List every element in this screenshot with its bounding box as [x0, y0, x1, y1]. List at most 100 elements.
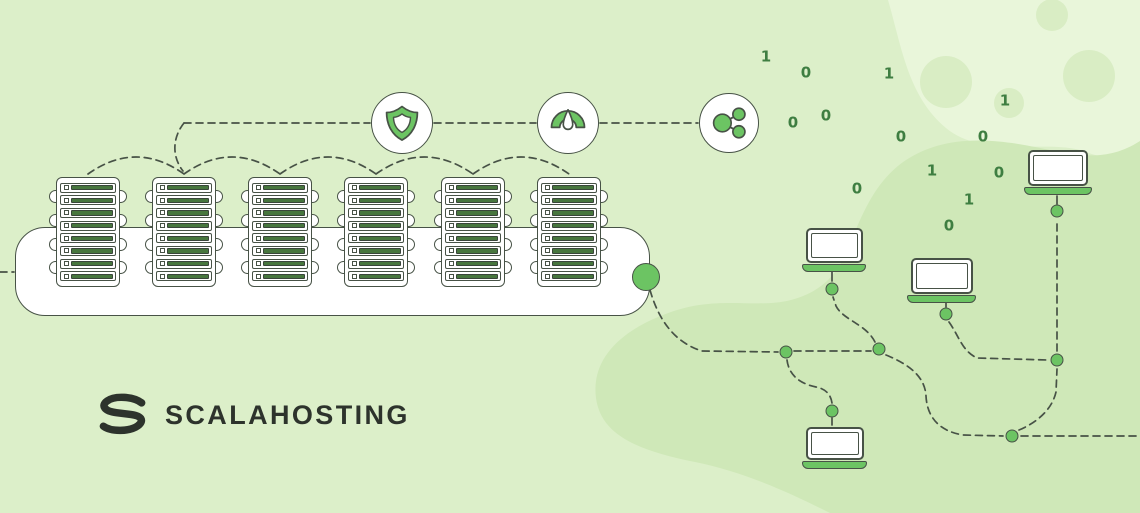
- server-unit-bar: [167, 197, 209, 204]
- server-rack: [145, 177, 223, 287]
- server-unit-bar: [71, 210, 113, 216]
- server-unit: [445, 258, 501, 269]
- server-unit-bar: [359, 210, 401, 216]
- network-node: [632, 263, 660, 291]
- laptop-base: [1024, 187, 1092, 195]
- server-unit-bar: [359, 222, 401, 229]
- server-unit-bar: [359, 273, 401, 279]
- server-unit: [445, 233, 501, 244]
- server-unit-led: [63, 210, 69, 216]
- server-unit: [445, 182, 501, 193]
- binary-digit: 0: [943, 216, 955, 235]
- server-unit-led: [63, 261, 69, 267]
- server-rack: [49, 177, 127, 287]
- rack-arc: [87, 156, 185, 175]
- server-unit: [60, 182, 116, 193]
- server-unit: [156, 195, 212, 206]
- server-unit-bar: [263, 210, 305, 216]
- server-unit: [541, 233, 597, 244]
- server-unit-led: [544, 261, 550, 267]
- rack-body: [441, 177, 505, 287]
- rack-arc: [279, 156, 377, 175]
- server-unit: [60, 233, 116, 244]
- rack-body: [56, 177, 120, 287]
- server-unit-bar: [456, 222, 498, 229]
- server-unit-led: [255, 197, 261, 203]
- server-unit-led: [448, 197, 454, 203]
- dark-blob: [595, 140, 1140, 513]
- server-unit-led: [351, 197, 357, 203]
- server-unit-led: [544, 185, 550, 191]
- network-dot: [872, 342, 886, 356]
- binary-digit: 0: [820, 106, 832, 125]
- server-unit-led: [351, 235, 357, 241]
- network-dot: [939, 307, 953, 321]
- server-unit: [541, 182, 597, 193]
- server-unit-bar: [71, 197, 113, 204]
- server-unit-bar: [552, 260, 594, 267]
- server-unit-bar: [71, 235, 113, 242]
- server-unit-led: [255, 185, 261, 191]
- server-unit: [156, 245, 212, 256]
- server-unit-led: [159, 273, 165, 279]
- server-unit-bar: [552, 248, 594, 254]
- server-unit-bar: [167, 222, 209, 229]
- server-unit-led: [448, 261, 454, 267]
- laptop-screen: [805, 228, 863, 263]
- server-unit-led: [544, 248, 550, 254]
- icon-to-rack-line: [174, 122, 185, 172]
- server-unit-led: [63, 197, 69, 203]
- server-unit-led: [63, 273, 69, 279]
- server-unit-led: [63, 223, 69, 229]
- server-unit: [156, 182, 212, 193]
- server-unit-bar: [167, 184, 209, 191]
- rack-arc: [183, 156, 281, 175]
- server-unit-bar: [456, 235, 498, 242]
- server-unit-led: [255, 223, 261, 229]
- server-unit-bar: [359, 184, 401, 191]
- server-unit: [252, 220, 308, 231]
- server-unit-led: [159, 261, 165, 267]
- server-rack: [434, 177, 512, 287]
- server-unit-led: [255, 235, 261, 241]
- server-unit: [445, 207, 501, 218]
- server-unit-bar: [359, 248, 401, 254]
- server-unit: [348, 258, 404, 269]
- binary-digit: 1: [963, 190, 975, 209]
- server-unit-bar: [263, 197, 305, 204]
- server-unit-led: [448, 235, 454, 241]
- server-unit-bar: [552, 222, 594, 229]
- shield-icon: [371, 92, 433, 154]
- server-unit-bar: [456, 184, 498, 191]
- rack-body: [344, 177, 408, 287]
- server-unit-bar: [167, 210, 209, 216]
- server-unit-led: [63, 185, 69, 191]
- server-unit: [348, 195, 404, 206]
- server-unit-led: [544, 210, 550, 216]
- server-unit: [348, 245, 404, 256]
- pale-blob: [888, 0, 1140, 157]
- server-unit-bar: [359, 197, 401, 204]
- server-unit: [156, 207, 212, 218]
- server-unit-bar: [263, 235, 305, 242]
- network-dot: [825, 404, 839, 418]
- server-unit-bar: [552, 184, 594, 191]
- server-unit: [445, 195, 501, 206]
- blob-circle: [1036, 0, 1068, 31]
- laptop: [802, 427, 867, 469]
- server-unit: [252, 207, 308, 218]
- server-unit-bar: [552, 210, 594, 216]
- net-line: [786, 359, 833, 404]
- server-unit-led: [351, 261, 357, 267]
- server-unit: [156, 271, 212, 282]
- server-unit: [541, 207, 597, 218]
- server-unit-led: [351, 210, 357, 216]
- laptop: [802, 228, 866, 272]
- server-unit-bar: [456, 273, 498, 279]
- server-unit-led: [159, 210, 165, 216]
- server-unit-led: [544, 223, 550, 229]
- server-unit-bar: [359, 260, 401, 267]
- rack-body: [537, 177, 601, 287]
- network-dot: [1050, 204, 1064, 218]
